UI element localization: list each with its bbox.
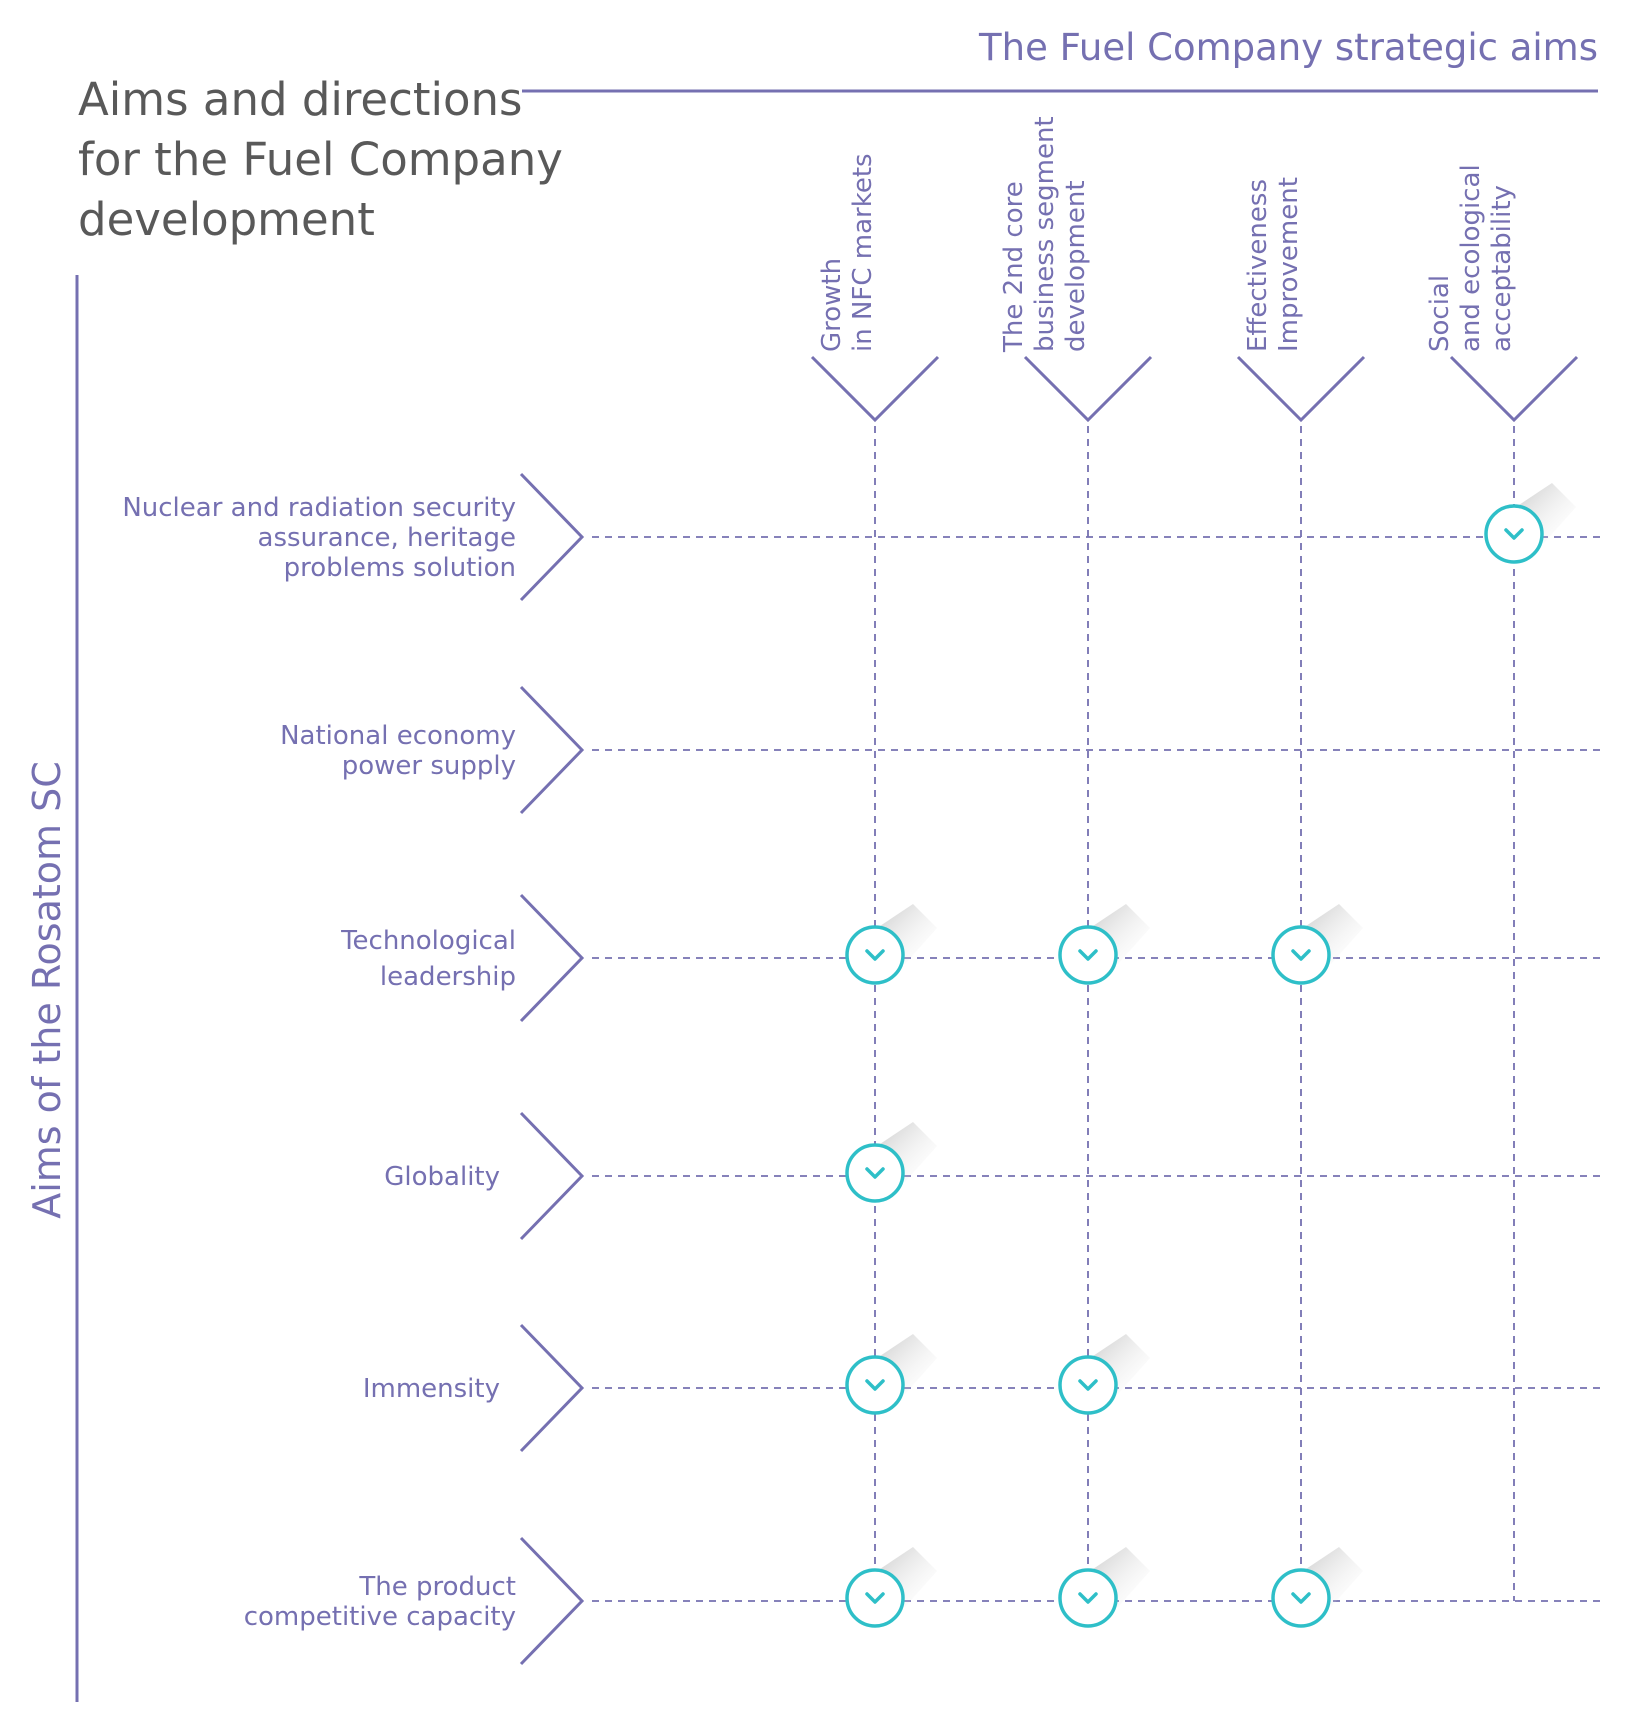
column-label-line: business segment xyxy=(1030,116,1060,352)
check-shadow xyxy=(1090,1334,1150,1394)
check-ring xyxy=(845,1143,905,1203)
top-heading: The Fuel Company strategic aims xyxy=(978,26,1598,69)
column-label-line: Social xyxy=(1425,275,1455,352)
check-chevron xyxy=(865,1592,885,1604)
title-line-3: development xyxy=(78,193,375,246)
chevron-down-in-circle-icon xyxy=(1484,483,1576,564)
side-heading: Aims of the Rosatom SC xyxy=(25,761,69,1219)
chevron-down-icon xyxy=(1023,355,1153,423)
check-shadow xyxy=(1090,904,1150,964)
row-label-line: Globality xyxy=(384,1162,500,1192)
column-label-line: Effectiveness xyxy=(1243,179,1273,352)
row-label-line: problems solution xyxy=(284,553,516,583)
check-markers xyxy=(845,483,1576,1628)
row-header: Globality xyxy=(384,1111,585,1241)
check-chevron xyxy=(865,1379,885,1391)
check-ring xyxy=(1058,1355,1118,1415)
row-label-line: The product xyxy=(358,1572,516,1602)
chevron-down-in-circle-icon xyxy=(1058,1547,1150,1628)
title-line-1: Aims and directions xyxy=(78,73,523,126)
chevron-down-in-circle-icon xyxy=(1058,904,1150,985)
chevron-down-in-circle-icon xyxy=(1271,904,1363,985)
column-label-line: Growth xyxy=(817,258,847,352)
chevron-down-icon xyxy=(1236,355,1366,423)
check-ring xyxy=(1058,1568,1118,1628)
check-ring xyxy=(845,1568,905,1628)
check-chevron xyxy=(1291,1592,1311,1604)
check-ring xyxy=(845,1355,905,1415)
grid-lines xyxy=(592,426,1601,1602)
check-shadow xyxy=(1303,1547,1363,1607)
check-shadow xyxy=(877,904,937,964)
chevron-down-in-circle-icon xyxy=(845,1122,937,1203)
row-label-line: Immensity xyxy=(363,1374,500,1404)
check-shadow xyxy=(877,1122,937,1182)
check-ring xyxy=(1271,1568,1331,1628)
chevron-down-in-circle-icon xyxy=(1271,1547,1363,1628)
row-label-line: Technological xyxy=(340,926,516,956)
chevron-down-icon xyxy=(1449,355,1579,423)
check-shadow xyxy=(1303,904,1363,964)
row-label-line: leadership xyxy=(380,962,516,992)
check-chevron xyxy=(1504,528,1524,540)
row-label-line: assurance, heritage xyxy=(258,523,516,553)
check-shadow xyxy=(1516,483,1576,543)
check-chevron xyxy=(1078,1379,1098,1391)
row-headers: Nuclear and radiation securityassurance,… xyxy=(122,472,585,1666)
row-header: Nuclear and radiation securityassurance,… xyxy=(122,472,585,602)
chevron-right-icon xyxy=(519,472,585,602)
chevron-down-icon xyxy=(810,355,940,423)
chevron-right-icon xyxy=(519,1536,585,1666)
row-label-line: power supply xyxy=(342,751,516,781)
column-label-line: in NFC markets xyxy=(848,153,878,352)
column-label-line: acceptability xyxy=(1487,185,1517,352)
check-shadow xyxy=(1090,1547,1150,1607)
check-ring xyxy=(1271,925,1331,985)
check-chevron xyxy=(865,949,885,961)
chevron-right-icon xyxy=(519,1111,585,1241)
row-label-line: competitive capacity xyxy=(244,1602,516,1632)
check-shadow xyxy=(877,1334,937,1394)
chevron-down-in-circle-icon xyxy=(845,1547,937,1628)
column-label-line: and ecological xyxy=(1456,164,1486,352)
column-label-line: Improvement xyxy=(1274,177,1304,352)
chevron-right-icon xyxy=(519,893,585,1023)
column-label-line: development xyxy=(1061,180,1091,352)
chevron-right-icon xyxy=(519,685,585,815)
column-label-line: The 2nd core xyxy=(999,181,1029,353)
chevron-right-icon xyxy=(519,1323,585,1453)
row-header: Technological leadership xyxy=(340,893,585,1023)
check-chevron xyxy=(1078,949,1098,961)
row-label-line: Nuclear and radiation security xyxy=(122,493,516,523)
chevron-down-in-circle-icon xyxy=(1058,1334,1150,1415)
chevron-down-in-circle-icon xyxy=(845,904,937,985)
check-ring xyxy=(1058,925,1118,985)
check-ring xyxy=(1484,504,1544,564)
check-ring xyxy=(845,925,905,985)
check-chevron xyxy=(1078,1592,1098,1604)
row-header: Immensity xyxy=(363,1323,585,1453)
title-line-2: for the Fuel Company xyxy=(78,133,563,186)
check-chevron xyxy=(1291,949,1311,961)
check-shadow xyxy=(877,1547,937,1607)
check-chevron xyxy=(865,1167,885,1179)
row-label-line: National economy xyxy=(280,721,516,751)
chevron-down-in-circle-icon xyxy=(845,1334,937,1415)
